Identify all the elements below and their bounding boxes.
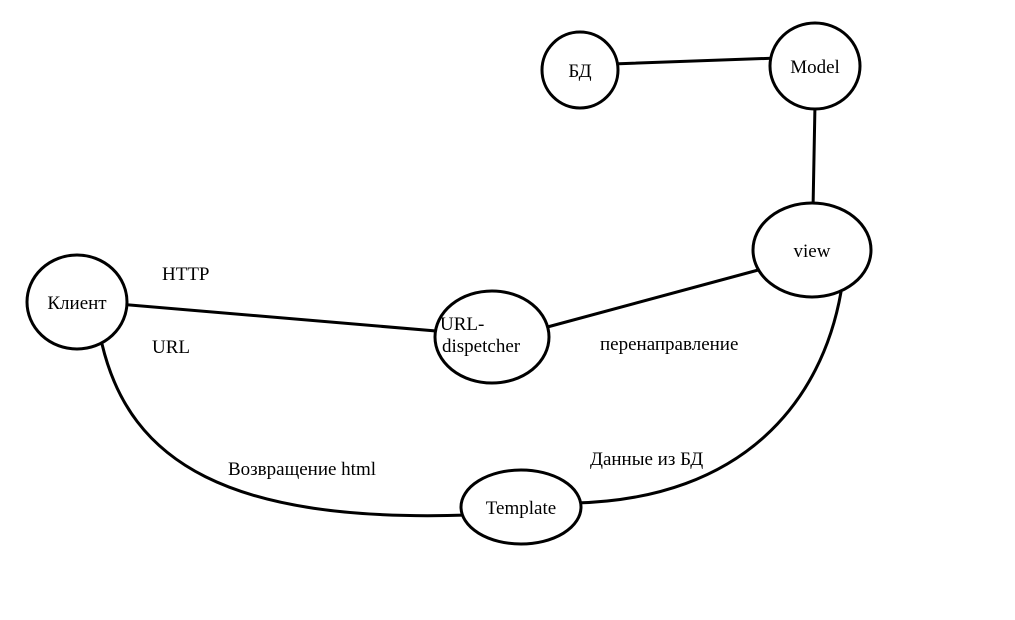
- edge-db-model: [610, 56, 780, 66]
- template-circle: [459, 468, 583, 546]
- url-dispatcher-label-line1: URL-: [440, 314, 484, 335]
- model-label: Model: [790, 57, 840, 78]
- edge-label-return-html: Возвращение html: [228, 459, 376, 480]
- edge-label-redirect: перенаправление: [600, 334, 738, 355]
- node-template: Template: [459, 468, 583, 546]
- edge-client-template: [100, 342, 470, 518]
- edge-model-view: [811, 102, 817, 212]
- client-label: Клиент: [47, 293, 107, 314]
- node-model: Model: [768, 21, 862, 111]
- node-db: БД: [540, 30, 620, 110]
- diagram-edges: [100, 56, 843, 518]
- view-label: view: [794, 241, 831, 262]
- edge-view-template: [573, 290, 843, 505]
- view-circle: [751, 201, 873, 299]
- edge-label-url: URL: [152, 337, 190, 358]
- node-url-dispatcher: URL- dispetcher: [433, 289, 551, 385]
- db-circle: [540, 30, 620, 110]
- template-label: Template: [486, 498, 556, 519]
- url-dispatcher-label-line2: dispetcher: [442, 336, 521, 357]
- diagram-nodes: БД Model view Клиент URL- dispetcher: [25, 21, 873, 546]
- client-circle: [25, 253, 129, 351]
- edge-label-data-from-db: Данные из БД: [590, 449, 703, 470]
- edge-client-urldispatcher: [116, 302, 450, 334]
- model-circle: [768, 21, 862, 111]
- edge-urldispatcher-view: [538, 267, 764, 331]
- diagram-edge-labels: HTTP URL перенаправление Возвращение htm…: [152, 264, 738, 480]
- db-label: БД: [568, 61, 591, 82]
- node-view: view: [751, 201, 873, 299]
- edge-label-http: HTTP: [162, 264, 210, 285]
- node-client: Клиент: [25, 253, 129, 351]
- url-dispatcher-circle: [433, 289, 551, 385]
